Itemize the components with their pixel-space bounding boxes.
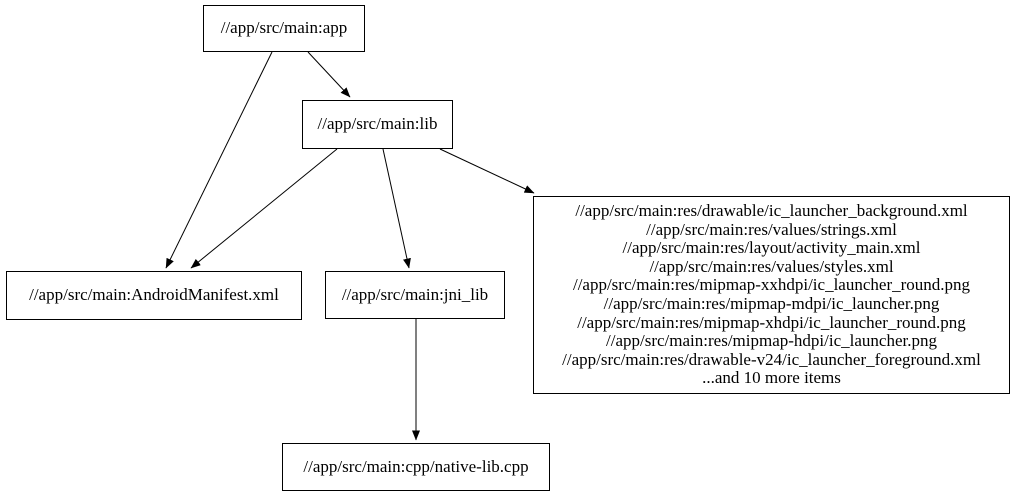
resource-item: //app/src/main:res/drawable-v24/ic_launc… [562, 349, 981, 369]
edge-lib-to-res-group [439, 148, 535, 194]
node-native-cpp: //app/src/main:cpp/native-lib.cpp [282, 443, 550, 491]
node-app-label: //app/src/main:app [220, 18, 348, 38]
edge-lib-to-manifest [190, 148, 338, 269]
resource-more-items: ...and 10 more items [702, 368, 841, 388]
node-app: //app/src/main:app [203, 5, 365, 52]
node-android-manifest-label: //app/src/main:AndroidManifest.xml [29, 285, 279, 305]
resource-item: //app/src/main:res/drawable/ic_launcher_… [575, 201, 968, 221]
edge-app-to-manifest [165, 51, 273, 269]
edge-lib-to-jni-lib [382, 148, 411, 269]
resource-item: //app/src/main:res/mipmap-xhdpi/ic_launc… [577, 312, 966, 332]
node-android-manifest: //app/src/main:AndroidManifest.xml [6, 271, 302, 320]
node-jni-lib: //app/src/main:jni_lib [325, 271, 505, 319]
node-jni-lib-label: //app/src/main:jni_lib [341, 284, 489, 304]
resource-item: //app/src/main:res/values/strings.xml [646, 219, 897, 239]
node-native-cpp-label: //app/src/main:cpp/native-lib.cpp [303, 456, 529, 476]
resource-item: //app/src/main:res/values/styles.xml [649, 256, 894, 276]
node-lib-label: //app/src/main:lib [317, 114, 438, 134]
resource-item: //app/src/main:res/mipmap-mdpi/ic_launch… [603, 294, 940, 313]
resource-item: //app/src/main:res/mipmap-xxhdpi/ic_laun… [572, 275, 971, 295]
node-lib: //app/src/main:lib [302, 100, 453, 149]
resource-item: //app/src/main:res/mipmap-hdpi/ic_launch… [606, 331, 937, 351]
edge-app-to-lib [307, 51, 351, 98]
node-resources-group: //app/src/main:res/drawable/ic_launcher_… [533, 196, 1010, 394]
resource-item: //app/src/main:res/layout/activity_main.… [622, 238, 921, 258]
